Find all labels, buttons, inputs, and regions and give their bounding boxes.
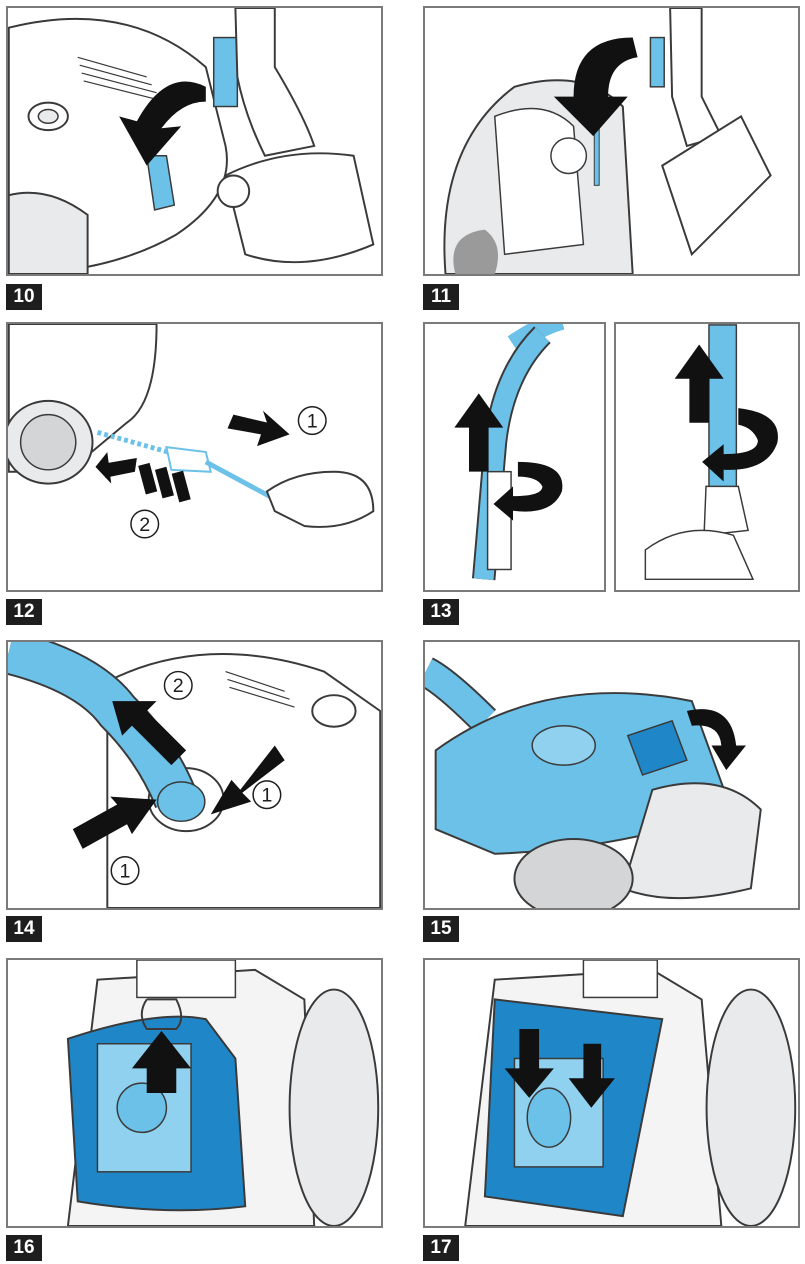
lift-arrow-icon (686, 709, 746, 771)
step-number-17: 17 (423, 1235, 459, 1261)
step-number-12: 12 (6, 599, 42, 625)
step-15-illustration (423, 640, 800, 910)
tube-extend-floor-illustration (644, 324, 778, 581)
step-13-illustration-b (614, 322, 800, 592)
press-arrow-icon (210, 745, 285, 815)
insert-dust-bag-illustration (464, 960, 797, 1226)
step-number-11: 11 (423, 284, 459, 310)
rotate-arrow-icon (493, 461, 563, 521)
step-17-illustration (423, 958, 800, 1228)
callout-1: 1 (261, 785, 272, 807)
open-lid-illustration (425, 657, 762, 908)
step-11-illustration (423, 6, 800, 276)
step-16-illustration (6, 958, 383, 1228)
remove-dust-bag-illustration (66, 960, 380, 1226)
step-14-illustration: 2 1 1 (6, 640, 383, 910)
callout-1: 1 (307, 410, 318, 432)
step-10-illustration (6, 6, 383, 276)
rotate-arrow-icon (702, 408, 778, 482)
vacuum-upright-park-illustration (443, 8, 772, 274)
arrow-down-icon (568, 1043, 615, 1108)
step-number-10: 10 (6, 284, 42, 310)
step-12-illustration: 1 2 (6, 322, 383, 592)
arrow-up-icon (674, 344, 724, 423)
step-number-16: 16 (6, 1235, 42, 1261)
pull-arrow-icon (95, 452, 112, 484)
callout-1: 1 (120, 860, 131, 882)
curved-arrow-down-icon (119, 81, 206, 166)
step-number-14: 14 (6, 916, 42, 942)
pull-arrow-icon (112, 701, 187, 766)
step-number-13: 13 (423, 599, 459, 625)
hose-release-illustration: 2 1 1 (8, 642, 381, 908)
arrow-up-icon (454, 393, 504, 472)
tube-extend-illustration (454, 324, 565, 581)
callout-2: 2 (139, 514, 150, 536)
vacuum-hose-parking-illustration (8, 8, 375, 274)
step-13-illustration-a (423, 322, 606, 592)
callout-2: 2 (173, 675, 184, 697)
arrow-down-icon (504, 1028, 554, 1098)
power-cord-connect-illustration: 1 2 (8, 324, 375, 539)
press-arrow-icon (72, 796, 157, 849)
step-number-15: 15 (423, 916, 459, 942)
push-arrow-icon (227, 410, 290, 447)
curved-arrow-down-icon (553, 37, 638, 137)
